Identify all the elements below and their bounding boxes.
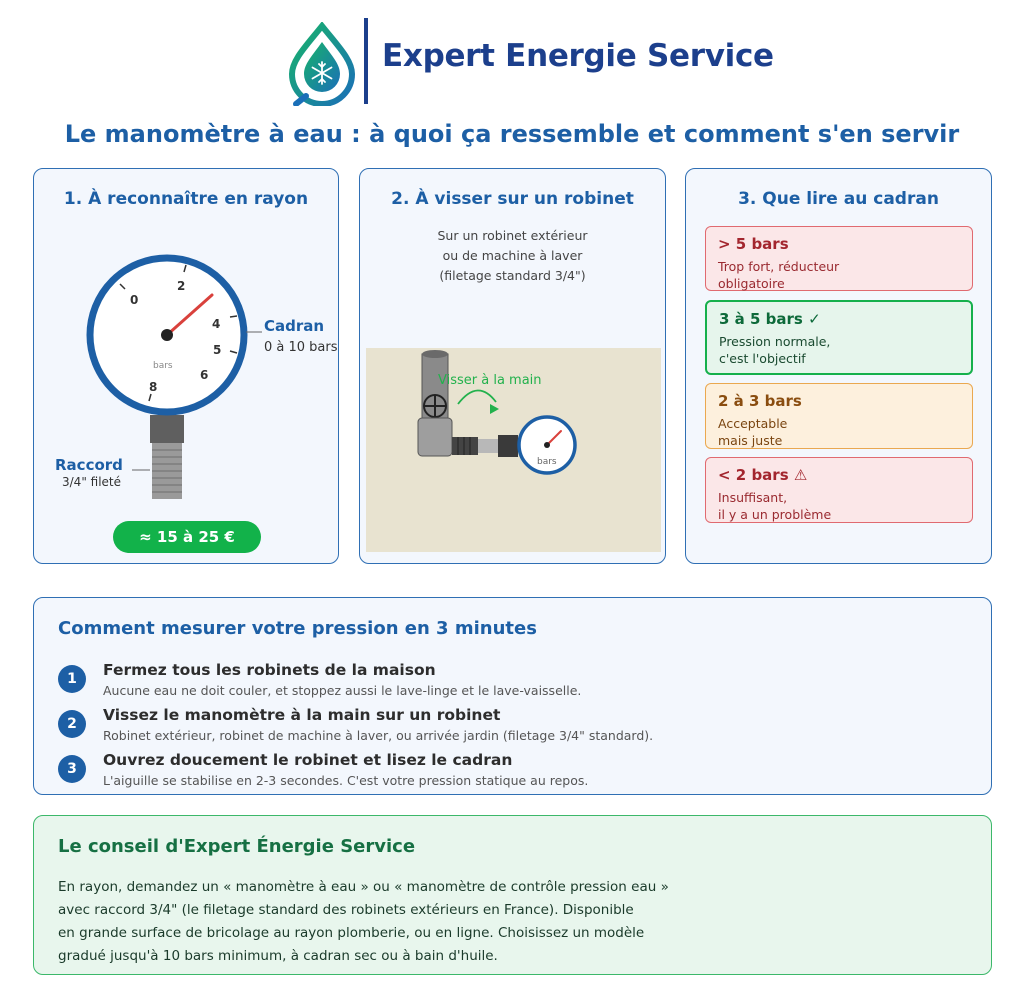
step-desc: L'aiguille se stabilise en 2-3 secondes.… <box>103 773 589 788</box>
card-description: Sur un robinet extérieur ou de machine à… <box>437 228 588 283</box>
header: Expert Energie Service <box>0 14 1024 106</box>
gauge-num-4: 4 <box>212 317 220 331</box>
faucet-illustration: bars <box>417 350 577 475</box>
card-recognize: 1. À reconnaître en rayon 0 2 4 5 6 8 ba… <box>33 168 339 564</box>
gauge-needle <box>165 293 214 337</box>
gauge-unit: bars <box>153 361 173 371</box>
gauge-illustration: 0 2 4 5 6 8 bars <box>86 254 262 499</box>
scene-label: Visser à la main <box>438 373 542 388</box>
label-cadran-range: 0 à 10 bars <box>264 340 338 355</box>
brand-name: Expert Energie Service <box>382 38 774 74</box>
gauge-num-5: 5 <box>213 343 221 357</box>
step-number: 1 <box>58 665 86 693</box>
howto-panel: Comment mesurer votre pression en 3 minu… <box>33 597 992 795</box>
level-too-high: > 5 bars Trop fort, réducteur obligatoir… <box>705 226 973 291</box>
level-acceptable: 2 à 3 bars Acceptable mais juste <box>705 383 973 449</box>
tip-title: Le conseil d'Expert Énergie Service <box>58 836 416 857</box>
step-number: 3 <box>58 755 86 783</box>
rotate-arrow-icon <box>457 389 497 405</box>
card-title: 1. À reconnaître en rayon <box>63 189 309 209</box>
gauge-num-6: 6 <box>200 368 208 382</box>
page-title: Le manomètre à eau : à quoi ça ressemble… <box>64 120 960 148</box>
label-cadran: Cadran <box>264 317 325 335</box>
step-title: Vissez le manomètre à la main sur un rob… <box>103 706 501 724</box>
label-raccord-thread: 3/4" fileté <box>62 475 122 489</box>
svg-text:bars: bars <box>537 457 557 467</box>
card-screw: 2. À visser sur un robinet Sur un robine… <box>359 168 666 564</box>
level-insufficient: < 2 bars ⚠ Insuffisant, il y a un problè… <box>705 457 973 523</box>
fitting-nut <box>150 415 184 443</box>
gauge-num-2: 2 <box>177 279 185 293</box>
card-read: 3. Que lire au cadran > 5 bars Trop fort… <box>685 168 992 564</box>
gauge-num-8: 8 <box>149 380 157 394</box>
gauge-pivot <box>161 329 173 341</box>
step-desc: Aucune eau ne doit couler, et stoppez au… <box>103 683 582 698</box>
card-title: 3. Que lire au cadran <box>738 189 939 209</box>
step-title: Ouvrez doucement le robinet et lisez le … <box>103 751 513 769</box>
card-title: 2. À visser sur un robinet <box>391 189 634 209</box>
faucet-scene: bars Visser à la main <box>366 348 661 552</box>
price-badge: ≈ 15 à 25 € <box>113 521 261 553</box>
tip-panel: Le conseil d'Expert Énergie Service En r… <box>33 815 992 975</box>
tip-text: En rayon, demandez un « manomètre à eau … <box>58 879 669 964</box>
step-title: Fermez tous les robinets de la maison <box>103 661 436 679</box>
label-raccord: Raccord <box>55 456 123 474</box>
step-desc: Robinet extérieur, robinet de machine à … <box>103 728 654 743</box>
step-number: 2 <box>58 710 86 738</box>
gauge-num-0: 0 <box>130 293 138 307</box>
logo-icon <box>288 22 356 106</box>
logo-divider <box>364 18 368 104</box>
level-normal: 3 à 5 bars ✓ Pression normale, c'est l'o… <box>705 300 973 375</box>
howto-title: Comment mesurer votre pression en 3 minu… <box>58 618 537 639</box>
